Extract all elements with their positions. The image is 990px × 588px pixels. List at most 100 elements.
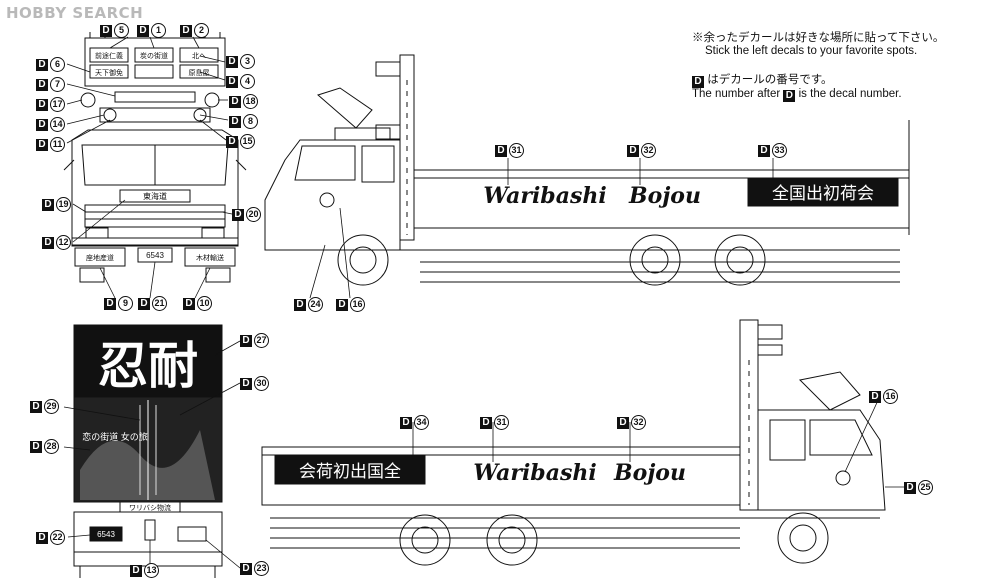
note-jp-2: D はデカールの番号です。 [692, 71, 833, 88]
rear-view-truck: 忍耐 恋の街道 女の旅 ワリバシ物流 6543 [73, 324, 223, 578]
front-plate-text: 6543 [146, 251, 164, 260]
decal-number: 19 [56, 197, 71, 212]
side-view-truck-lower: 会荷初出国全 Waribashi Bojou [261, 319, 886, 566]
lower-kanji-panel [274, 455, 426, 485]
upper-kanji-panel-text: 全国出初荷会 [772, 184, 874, 204]
note-en-2a: The number after [692, 88, 781, 100]
decal-d-icon: D [180, 24, 192, 37]
rear-plate-text: 6543 [97, 530, 115, 539]
upper-bojou-text: Bojou [628, 183, 701, 209]
decal-d-icon: D [495, 144, 507, 157]
decal-number: 5 [114, 23, 129, 38]
lower-front-wheel [777, 512, 829, 564]
decal-number: 21 [152, 296, 167, 311]
decal-d-icon: D [36, 118, 48, 131]
decal-number: 3 [240, 54, 255, 69]
rear-side-text: 恋の街道 女の旅 [82, 431, 148, 442]
upper-kanji-panel [747, 177, 899, 207]
lower-cab [757, 409, 886, 511]
leader-lines [63, 36, 910, 569]
decal-d-icon: D [30, 400, 42, 413]
decal-d-icon: D [480, 416, 492, 429]
lower-waribashi-text: Waribashi [473, 460, 596, 486]
upper-rear-wheel-1 [629, 234, 681, 286]
decal-d-icon: D [232, 208, 244, 221]
decal-number: 12 [56, 235, 71, 250]
decal-d-icon: D [869, 390, 881, 403]
decal-d-icon: D [336, 298, 348, 311]
decal-number: 23 [254, 561, 269, 576]
decal-marker-icon: D [783, 90, 796, 102]
front-bumper-left [74, 247, 126, 267]
decal-d-icon: D [240, 334, 252, 347]
decal-number: 11 [50, 137, 65, 152]
front-bumper-right [184, 247, 236, 267]
decal-d-icon: D [183, 297, 195, 310]
decal-d-icon: D [226, 55, 238, 68]
front-sign-3-text: 北へ [192, 52, 206, 60]
decal-d-icon: D [240, 377, 252, 390]
upper-front-wheel [337, 234, 389, 286]
upper-headboard [399, 54, 415, 241]
rear-license-plate [89, 526, 123, 542]
decal-number: 30 [254, 376, 269, 391]
front-sign-1-text: 前途仁義 [95, 51, 123, 60]
decal-d-icon: D [104, 297, 116, 310]
decal-number: 22 [50, 530, 65, 545]
lower-cab-door-window [769, 419, 806, 461]
decal-number: 18 [243, 94, 258, 109]
lower-bojou-text: Bojou [613, 460, 686, 486]
decal-number: 16 [883, 389, 898, 404]
note-jp-2-text: はデカールの番号です。 [707, 74, 833, 86]
decal-number: 16 [350, 297, 365, 312]
side-view-truck-upper: 全国出初荷会 Waribashi Bojou [264, 54, 910, 286]
note-en-1: Stick the left decals to your favorite s… [705, 45, 918, 57]
note-en-2b: is the decal number. [798, 88, 902, 100]
note-en-2: The number after D is the decal number. [692, 88, 902, 102]
watermark: HOBBY SEARCH [6, 4, 144, 22]
decal-d-icon: D [130, 564, 142, 577]
front-marker-bar [114, 91, 196, 103]
front-grille-plate [119, 189, 191, 203]
decal-d-icon: D [226, 75, 238, 88]
front-sign-1 [89, 47, 129, 63]
decal-d-icon: D [904, 481, 916, 494]
decal-d-icon: D [30, 440, 42, 453]
lower-cargo-bed [261, 446, 741, 506]
decal-d-icon: D [42, 198, 54, 211]
decal-number: 27 [254, 333, 269, 348]
front-visor [99, 107, 211, 123]
decal-number: 10 [197, 296, 212, 311]
decal-number: 29 [44, 399, 59, 414]
lower-rear-wheel-1 [399, 514, 451, 566]
upper-waribashi-text: Waribashi [483, 183, 606, 209]
decal-number: 14 [50, 117, 65, 132]
upper-rear-wheel-2 [714, 234, 766, 286]
decal-d-icon: D [229, 95, 241, 108]
decal-number: 13 [144, 563, 159, 578]
lower-cab-visor [798, 371, 861, 411]
decal-number: 17 [50, 97, 65, 112]
decal-d-icon: D [617, 416, 629, 429]
decal-number: 28 [44, 439, 59, 454]
